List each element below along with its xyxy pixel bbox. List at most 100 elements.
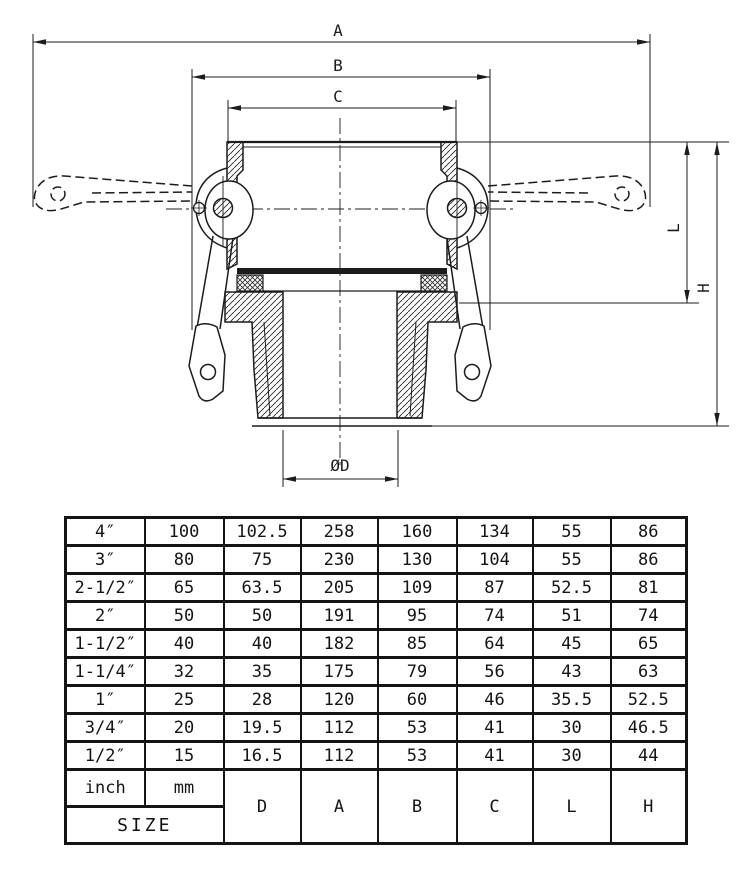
cell-l: 43 [531,656,612,687]
cell-h: 86 [609,544,688,575]
gasket [236,268,448,292]
dimension-l: L [457,141,729,304]
threaded-end [224,291,458,427]
table-row-3-4in: 3/4″ 20 19.5 112 53 41 30 46.5 [64,712,688,743]
gasket-seat-band [237,268,447,274]
table-row-2-1-2in: 2-1/2″ 65 63.5 205 109 87 52.5 81 [64,572,688,603]
cell-size: 1″ [64,684,146,715]
left-safety-pin-cross [191,200,207,216]
cell-a: 182 [299,628,379,659]
cell-d: 16.5 [222,740,302,771]
cell-d: 40 [222,628,302,659]
cell-h: 63 [609,656,688,687]
left-thread-line [263,321,271,417]
cell-c: 41 [455,740,534,771]
dim-d-label: ØD [330,456,349,475]
cell-b: 60 [376,684,458,715]
right-handle-outline [487,175,647,212]
cell-mm: 65 [143,572,225,603]
cell-c: 104 [455,544,534,575]
right-lug [454,323,492,402]
right-thread-line [409,321,417,417]
cell-c: 64 [455,628,534,659]
dimension-d: ØD [282,430,399,487]
table-footer-size-row: SIZE [64,805,687,845]
flange-pipe-left-section [224,291,284,419]
left-arm-edge [196,235,214,329]
dimension-b: B [191,56,491,330]
col-header-a: A [299,768,379,845]
table-row-1-1-4in: 1-1/4″ 32 35 175 79 56 43 63 [64,656,688,687]
cell-h: 81 [609,572,688,603]
table-footer-units-row: inch mm D A B C L H [64,768,688,845]
cell-a: 191 [299,600,379,631]
dimension-a: A [32,21,651,207]
col-header-b: B [376,768,458,845]
cell-a: 205 [299,572,379,603]
cell-mm: 100 [143,516,225,547]
right-handle-fold-line [487,191,589,194]
cell-c: 56 [455,656,534,687]
cell-mm: 32 [143,656,225,687]
cell-l: 45 [531,628,612,659]
left-handle-outline [33,175,193,212]
cell-l: 55 [531,544,612,575]
cell-d: 75 [222,544,302,575]
cell-a: 175 [299,656,379,687]
cell-h: 74 [609,600,688,631]
cell-size: 3″ [64,544,146,575]
cell-size: 4″ [64,516,146,547]
col-header-h: H [609,768,688,845]
cell-b: 160 [376,516,458,547]
cell-h: 65 [609,628,688,659]
cell-l: 30 [531,740,612,771]
dim-b-label: B [333,56,343,75]
right-arm-edge [466,235,484,329]
dim-h-label: H [694,283,713,293]
left-lug [188,323,226,402]
dimension-h: H [432,142,729,427]
right-handle-open [487,175,647,212]
cell-b: 85 [376,628,458,659]
cell-c: 46 [455,684,534,715]
cell-size: 1-1/2″ [64,628,146,659]
table-row-2in: 2″ 50 50 191 95 74 51 74 [64,600,688,631]
cell-c: 74 [455,600,534,631]
gasket-right-section [420,274,448,292]
dimension-table: 4″ 100 102.5 258 160 134 55 86 3″ 80 75 … [64,516,688,845]
dim-l-label: L [664,223,683,233]
dim-a-label: A [333,21,343,40]
cell-b: 53 [376,712,458,743]
right-safety-pin-cross [473,200,489,216]
cell-a: 112 [299,740,379,771]
cell-mm: 50 [143,600,225,631]
gasket-left-section [236,274,264,292]
table-row-1in: 1″ 25 28 120 60 46 35.5 52.5 [64,684,688,715]
cell-b: 53 [376,740,458,771]
cell-size: 2-1/2″ [64,572,146,603]
cell-b: 130 [376,544,458,575]
cell-size: 1-1/4″ [64,656,146,687]
unit-label-mm: mm [143,768,225,808]
table-row-3in: 3″ 80 75 230 130 104 55 86 [64,544,688,575]
left-lug-hole [199,363,217,381]
cell-mm: 15 [143,740,225,771]
cell-l: 55 [531,516,612,547]
cell-c: 87 [455,572,534,603]
cell-d: 63.5 [222,572,302,603]
cell-h: 46.5 [609,712,688,743]
cell-c: 41 [455,712,534,743]
cell-a: 230 [299,544,379,575]
cell-l: 52.5 [531,572,612,603]
cell-mm: 80 [143,544,225,575]
left-handle-fold-line [91,191,193,194]
cell-b: 109 [376,572,458,603]
cam-lobes [191,176,489,246]
unit-label-inch: inch [64,768,146,808]
cell-h: 44 [609,740,688,771]
cell-a: 258 [299,516,379,547]
cell-l: 51 [531,600,612,631]
cell-mm: 40 [143,628,225,659]
cell-mm: 25 [143,684,225,715]
